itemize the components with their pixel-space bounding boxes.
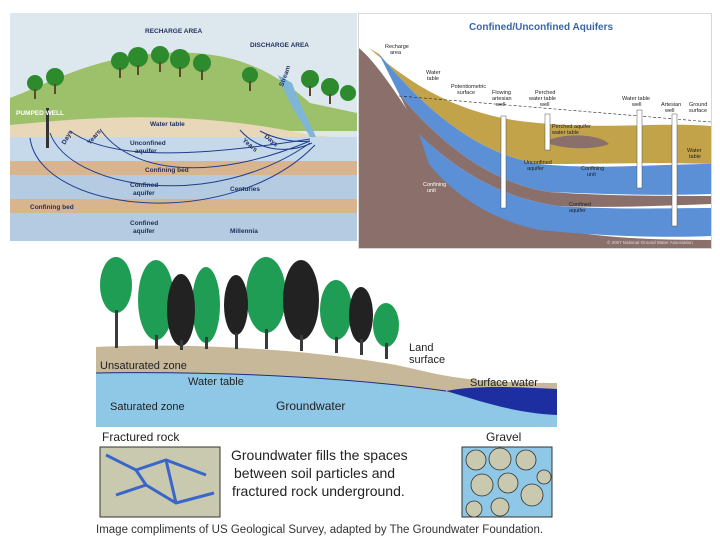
confined-aquifer-label-2b: aquifer	[133, 228, 155, 235]
centuries-label: Centuries	[230, 186, 260, 193]
perched-well-label-1: Perched	[535, 90, 556, 96]
confined-aquifer-label-1a: Confined	[130, 182, 158, 189]
flowing-well-label-1: Flowing	[492, 90, 511, 96]
groundwater-zones-diagram: Land surface Unsaturated zone Water tabl…	[96, 255, 557, 523]
water-table-label: Water table	[150, 121, 185, 128]
confined-unconfined-aquifers-diagram: Confined/Unconfined Aquifers Recharge ar…	[358, 13, 712, 249]
water-table-well-label-1: Water table	[622, 96, 650, 102]
surface-water-label: Surface water	[470, 377, 538, 389]
perched-well-label-2: water table	[528, 96, 556, 102]
ground-surface-label-1: Ground	[689, 102, 707, 108]
water-table-label: Water table	[188, 376, 244, 388]
gravel-label: Gravel	[486, 430, 521, 444]
artesian-well-label-1: Artesian	[661, 102, 681, 108]
groundwater-flow-diagram: RECHARGE AREA DISCHARGE AREA Stream PUMP…	[10, 13, 357, 241]
potentiometric-label-2: surface	[457, 90, 475, 96]
land-surface-label-1: Land	[409, 342, 433, 354]
message-line-1: Groundwater fills the spaces	[231, 447, 408, 463]
confining-unit-label-2: unit	[587, 172, 596, 178]
water-table-well-label-2: well	[631, 102, 641, 108]
millennia-label: Millennia	[230, 228, 258, 235]
confining-unit-label-3: Confining	[423, 182, 446, 188]
confining-unit-label-1: Confining	[581, 166, 604, 172]
pumped-well-label: PUMPED WELL	[16, 110, 64, 117]
water-table-label-1: Water	[426, 70, 441, 76]
unsaturated-zone-label: Unsaturated zone	[100, 360, 187, 372]
unconfined-aquifer-label-2: aquifer	[527, 166, 544, 172]
groundwater-label: Groundwater	[276, 399, 345, 413]
flowing-well-label-2: artesian	[492, 96, 512, 102]
water-table-right-label-2: table	[689, 154, 701, 160]
recharge-area-label-1: Recharge	[385, 44, 409, 50]
saturated-zone-label: Saturated zone	[110, 401, 185, 413]
confining-bed-label-2: Confining bed	[30, 204, 74, 211]
fractured-rock-label: Fractured rock	[102, 430, 180, 444]
land-surface-label-2: surface	[409, 354, 445, 366]
recharge-area-label-2: area	[390, 50, 402, 56]
unconfined-aquifer-label-2: aquifer	[135, 148, 157, 155]
confining-unit-label-4: unit	[427, 188, 436, 194]
confining-bed-label-1: Confining bed	[145, 167, 189, 174]
unconfined-aquifer-label-1: Unconfined	[524, 160, 552, 166]
perched-aquifer-label-2: water table	[551, 130, 579, 136]
ground-surface-label-2: surface	[689, 108, 707, 114]
artesian-well-label-2: well	[664, 108, 674, 114]
message-line-3: fractured rock underground.	[232, 483, 405, 499]
image-credit-caption: Image compliments of US Geological Surve…	[96, 524, 544, 536]
panel-b-title: Confined/Unconfined Aquifers	[469, 22, 614, 33]
perched-well-label-3: well	[539, 102, 549, 108]
water-table-right-label-1: Water	[687, 148, 702, 154]
recharge-area-label: RECHARGE AREA	[145, 28, 202, 35]
perched-aquifer-label-1: Perched aquifer	[552, 124, 591, 130]
confined-aquifer-label-1b: aquifer	[133, 190, 155, 197]
unconfined-aquifer-label-1: Unconfined	[130, 140, 166, 147]
copyright-notice: © 2007 National Ground Water Association	[607, 239, 693, 245]
water-table-label-2: table	[427, 76, 439, 82]
flowing-well-label-3: well	[495, 102, 505, 108]
confined-aquifer-label-2: aquifer	[569, 208, 586, 214]
confined-aquifer-label-1: Confined	[569, 202, 591, 208]
discharge-area-label: DISCHARGE AREA	[250, 42, 309, 49]
potentiometric-label-1: Potentiometric	[451, 84, 486, 90]
message-line-2: between soil particles and	[234, 465, 395, 481]
confined-aquifer-label-2a: Confined	[130, 220, 158, 227]
